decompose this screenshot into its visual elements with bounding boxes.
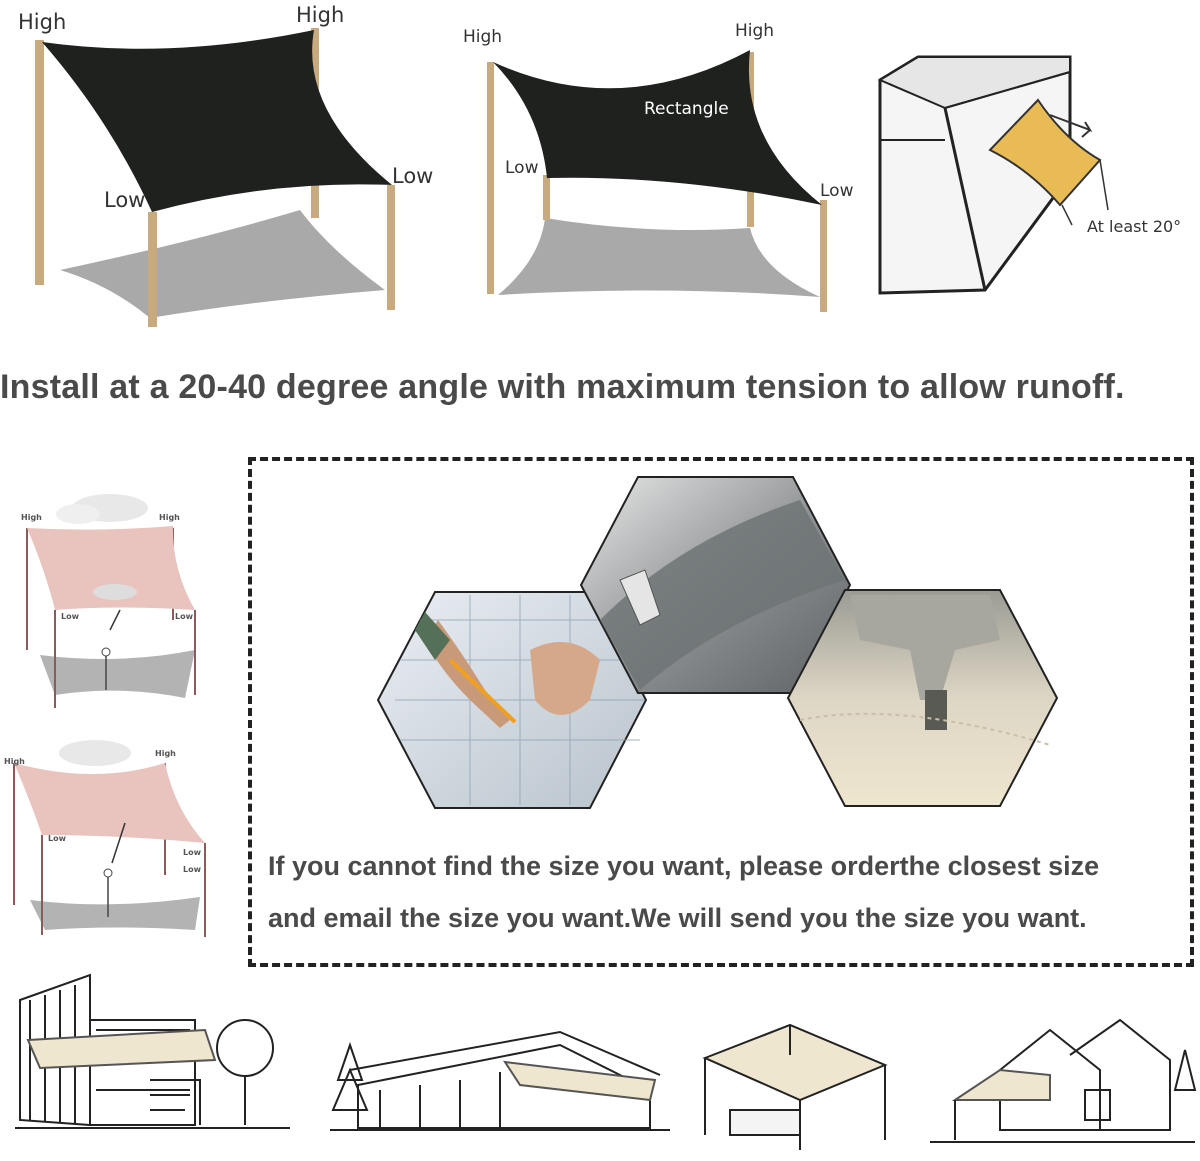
tree-icon bbox=[331, 1041, 369, 1111]
label-high: High bbox=[18, 10, 67, 34]
install-headline: Install at a 20-40 degree angle with max… bbox=[0, 368, 1125, 406]
post bbox=[820, 200, 827, 312]
ground-shadow bbox=[60, 210, 385, 318]
angle-label: At least 20° bbox=[1087, 217, 1182, 236]
post bbox=[148, 212, 157, 327]
label-shape: Rectangle bbox=[644, 99, 729, 119]
diagram-sail-square-art bbox=[35, 28, 395, 327]
label-low: Low bbox=[392, 164, 434, 188]
label-high: High bbox=[21, 513, 42, 522]
ground-shadow bbox=[40, 650, 195, 698]
diagram-sail-rectangle-art bbox=[487, 50, 827, 312]
sketch-long-house bbox=[330, 1030, 670, 1131]
sketch-pergola bbox=[702, 1023, 888, 1150]
custom-size-note-line2: and email the size you want.We will send… bbox=[268, 903, 1087, 933]
label-low: Low bbox=[820, 181, 854, 201]
cloud-icon bbox=[59, 740, 131, 766]
hexagon-sewing-photo bbox=[786, 589, 1059, 807]
ground-shadow bbox=[30, 897, 200, 930]
label-high: High bbox=[159, 513, 180, 522]
label-high: High bbox=[4, 757, 25, 766]
label-low: Low bbox=[183, 865, 201, 874]
post bbox=[487, 62, 494, 294]
hexagon-fabric-photo bbox=[579, 476, 852, 694]
shade-sail bbox=[14, 763, 205, 843]
shade-sail bbox=[502, 1060, 657, 1102]
tree-icon bbox=[1173, 1049, 1197, 1091]
diagram-wall-angle-art bbox=[877, 55, 1109, 295]
shade-sail bbox=[26, 1028, 217, 1070]
ground-shadow bbox=[498, 218, 820, 297]
post bbox=[387, 185, 395, 310]
label-high: High bbox=[463, 27, 503, 47]
label-high: High bbox=[735, 21, 775, 41]
sketch-modern-house bbox=[15, 973, 290, 1129]
sketch-two-storey-house bbox=[930, 1018, 1197, 1143]
custom-size-note-line1: If you cannot find the size you want, pl… bbox=[268, 851, 1100, 881]
label-low: Low bbox=[505, 158, 539, 178]
post bbox=[35, 40, 44, 285]
side-diagram-runoff-2-art bbox=[13, 740, 206, 937]
label-low: Low bbox=[175, 612, 193, 621]
shade-sail bbox=[27, 526, 195, 610]
shade-sail bbox=[42, 30, 392, 212]
shade-sail bbox=[493, 50, 822, 205]
side-diagram-runoff-1-art bbox=[26, 494, 196, 708]
label-low: Low bbox=[48, 834, 66, 843]
label-low: Low bbox=[61, 612, 79, 621]
custom-size-box bbox=[248, 457, 1194, 967]
post bbox=[543, 175, 550, 220]
label-low: Low bbox=[183, 848, 201, 857]
tree-icon bbox=[216, 1019, 274, 1077]
label-low: Low bbox=[104, 188, 146, 212]
shade-sail bbox=[951, 1068, 1051, 1101]
label-high: High bbox=[296, 3, 345, 27]
hexagon-design-photo bbox=[376, 591, 648, 809]
arrow-icon bbox=[1049, 114, 1093, 138]
label-high: High bbox=[155, 749, 176, 758]
shade-sail bbox=[702, 1023, 888, 1102]
